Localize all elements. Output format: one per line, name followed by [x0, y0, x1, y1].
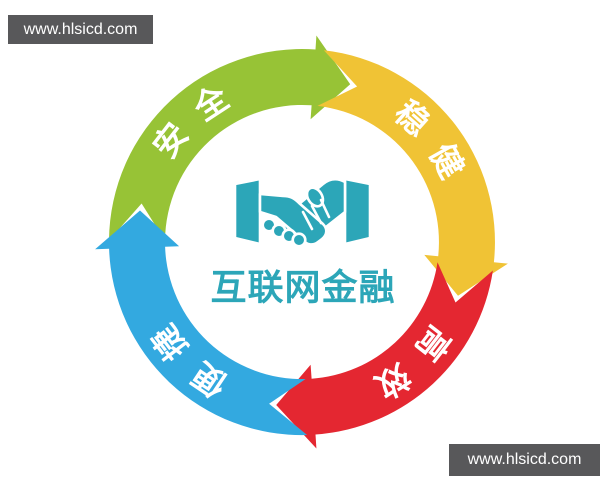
- handshake-finger-gap: [319, 198, 331, 219]
- watermark-bottom-right: www.hlsicd.com: [449, 444, 600, 476]
- handshake-knuckle: [291, 232, 307, 248]
- segment-green-safety: [109, 35, 351, 241]
- handshake-left-sleeve: [233, 177, 262, 246]
- segment-yellow-stability: [317, 50, 508, 296]
- handshake-left-hand: [258, 192, 328, 246]
- handshake-icon: [233, 177, 372, 248]
- handshake-finger-gap: [310, 204, 323, 225]
- segment-red-efficiency: [276, 262, 493, 449]
- handshake-right-sleeve: [343, 177, 372, 246]
- center-title: 互联网金融: [210, 267, 395, 309]
- watermark-top-left: www.hlsicd.com: [8, 15, 153, 44]
- handshake-finger-gap: [301, 210, 314, 231]
- handshake-thumb: [305, 186, 325, 208]
- segment-blue-convenience: [95, 210, 308, 436]
